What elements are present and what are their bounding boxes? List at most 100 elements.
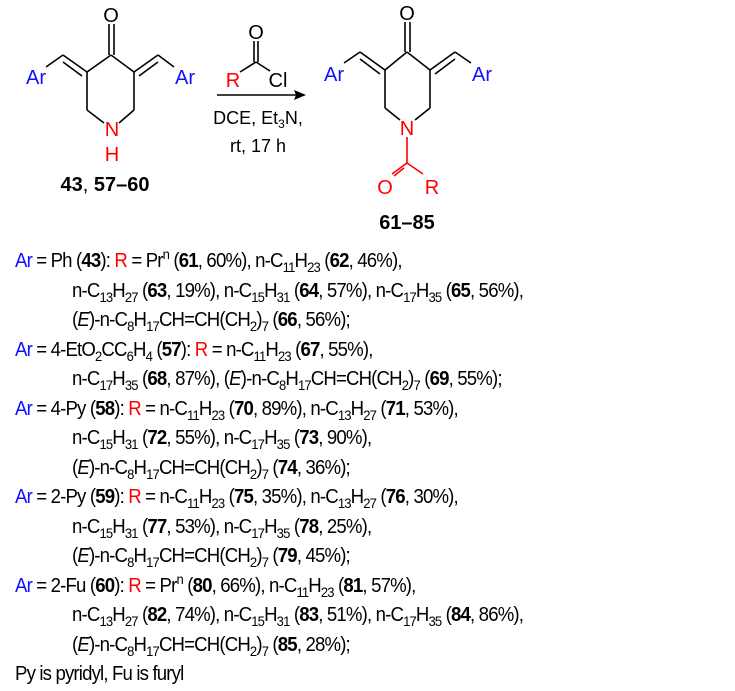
r-label: R [128, 574, 141, 597]
text: = n-C [140, 397, 188, 420]
text: H [112, 368, 125, 390]
text: H [350, 486, 364, 508]
text: ( [289, 427, 300, 449]
subscript: 8 [278, 377, 286, 393]
text: , 45%); [296, 545, 351, 567]
text: )-n-C [88, 309, 128, 331]
subscript: 2 [249, 554, 257, 570]
text: E [77, 309, 89, 331]
text: ( [169, 250, 179, 272]
reagent-cl: Cl [269, 70, 288, 92]
compound-number: 63 [147, 279, 167, 302]
substituent-line: n-C15H31 (72, 55%), n-C17H35 (73, 90%), [72, 424, 372, 452]
text: = n-C [207, 338, 255, 361]
text: , 56%), [470, 279, 524, 302]
subscript: 35 [276, 524, 291, 541]
substituent-line: Ar = Ph (43): R = Prn (61, 60%), n-C11H2… [15, 246, 403, 275]
text: ): [114, 486, 129, 508]
substituent-line: n-C17H35 (68, 87%), (E)-n-C8H17CH=CH(CH2… [72, 365, 503, 393]
text: ): [114, 397, 129, 420]
compound-number: 64 [299, 279, 319, 302]
subscript: 35 [276, 436, 291, 452]
reactant-oxygen: O [103, 5, 119, 27]
text: H [265, 338, 278, 361]
text: ): [180, 338, 195, 361]
text: n-C [72, 368, 100, 390]
reactant-structure [45, 24, 175, 124]
text: ( [137, 368, 148, 390]
subscript: 17 [251, 436, 265, 452]
substituent-line: (E)-n-C8H17CH=CH(CH2)7 (74, 36%); [72, 454, 351, 482]
text: H [198, 486, 212, 508]
compound-number: 66 [277, 309, 298, 331]
text: = 2-Fu ( [31, 574, 96, 597]
text: CH=CH(CH [310, 368, 403, 390]
product-label: 61–85 [379, 212, 435, 234]
text: ): [100, 250, 115, 272]
text: H [112, 427, 125, 449]
substituent-line: (E)-n-C8H17CH=CH(CH2)7 (85, 28%); [72, 631, 351, 659]
subscript: 27 [363, 495, 377, 511]
substituent-line: Ar = 4-Py (58): R = n-C11H23 (70, 89%), … [15, 395, 459, 423]
text: CH=CH(CH [158, 545, 251, 567]
subscript: 7 [261, 318, 269, 334]
subscript: 17 [99, 377, 113, 393]
subscript: 17 [403, 613, 417, 629]
text: = Pr [140, 574, 177, 597]
product-r: R [425, 177, 439, 199]
product-acyl-oxygen: O [377, 177, 393, 199]
text: , 86%), [470, 604, 524, 626]
subscript: 13 [337, 495, 352, 511]
compound-number: 72 [147, 427, 167, 449]
text: ( [268, 633, 278, 656]
text: ( [290, 338, 301, 361]
text: ( [289, 604, 300, 626]
subscript: 6 [126, 347, 134, 364]
text: )-n-C [88, 633, 128, 656]
text: H [198, 397, 212, 420]
text: ( [137, 604, 148, 626]
text: n-C [72, 515, 100, 538]
subscript: 8 [127, 318, 134, 334]
compound-number: 67 [300, 338, 320, 361]
ar-label: Ar [15, 486, 33, 508]
reagent-r: R [226, 70, 240, 92]
compound-number: 74 [277, 456, 298, 479]
text: ( [376, 486, 386, 508]
text: , 89%), n-C [252, 397, 339, 420]
ar-label: Ar [15, 250, 33, 272]
text: = n-C [140, 486, 188, 508]
subscript: 23 [211, 406, 225, 423]
text: ( [419, 368, 430, 390]
compound-number: 43 [81, 250, 101, 272]
subscript: 17 [146, 642, 160, 659]
text: , 55%), n-C [166, 427, 252, 449]
text: H [133, 309, 147, 331]
text: H [264, 604, 277, 626]
reactant-label: 43, 57–60 [61, 174, 150, 196]
product-structure [343, 22, 472, 121]
text: , 36%); [296, 456, 351, 479]
text: ( [72, 309, 78, 331]
superscript: n [162, 246, 170, 262]
reactant-ar-right: Ar [175, 67, 195, 89]
text: ( [441, 279, 452, 302]
text: ( [137, 427, 148, 449]
text: H [133, 456, 147, 479]
text: , 74%), n-C [166, 604, 252, 626]
text: , 25%), [318, 515, 372, 538]
text: E [77, 633, 89, 656]
compound-number: 83 [299, 604, 319, 626]
subscript: 8 [127, 554, 134, 570]
text: ) [256, 545, 262, 567]
compound-number: 77 [147, 515, 167, 538]
compound-number: 81 [343, 574, 363, 597]
subscript: 13 [337, 406, 352, 423]
subscript: 2 [401, 377, 409, 393]
product-oxygen: O [399, 3, 415, 25]
text: ( [72, 456, 78, 479]
product-acyl-group [391, 137, 424, 177]
text: , 46%), [348, 250, 403, 272]
compound-number: 59 [95, 486, 115, 508]
r-label: R [114, 250, 128, 272]
